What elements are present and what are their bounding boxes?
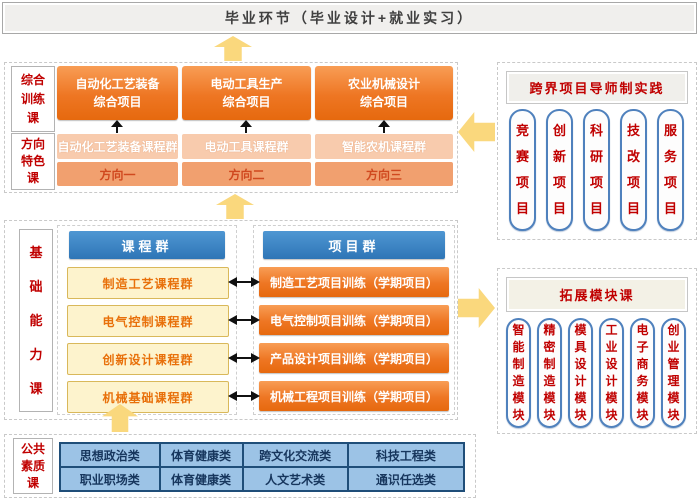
double-arrow-icon [228, 353, 260, 363]
quality-cell: 科技工程类 [346, 442, 466, 468]
project-box: 电动工具生产 综合项目 [182, 66, 311, 120]
course-group-item: 创新设计课程群 [67, 343, 229, 375]
course-group-item: 电气控制课程群 [67, 305, 229, 337]
pill-competition-project: 竞赛项目 [509, 109, 536, 231]
up-arrow-icon [216, 194, 254, 219]
quality-section: 公共素质课 思想政治类 体育健康类 跨文化交流类 科技工程类 职业职场类 体育健… [4, 434, 476, 498]
up-arrow-icon [111, 120, 123, 133]
graduation-bar: 毕业环节（毕业设计+就业实习） [2, 2, 697, 34]
project-training-item: 电气控制项目训练（学期项目） [259, 305, 449, 335]
pill-entrepreneurship-management: 创业管理模块 [661, 318, 686, 428]
quality-cell: 体育健康类 [158, 442, 244, 468]
pill-mold-design: 模具设计模块 [568, 318, 593, 428]
quality-cell: 体育健康类 [158, 466, 244, 492]
project-training-item: 制造工艺项目训练（学期项目） [259, 267, 449, 297]
up-arrow-icon [378, 120, 390, 133]
foundation-section-label: 基础能力课 [19, 229, 53, 412]
quality-cell: 思想政治类 [59, 442, 161, 468]
direction-bar: 方向二 [182, 162, 311, 186]
mentor-section-title: 跨界项目导师制实践 [506, 71, 688, 104]
pill-smart-manufacturing: 智能制造模块 [506, 318, 531, 428]
project-training-item: 产品设计项目训练（学期项目） [259, 343, 449, 373]
pill-industrial-design: 工业设计模块 [599, 318, 624, 428]
module-section-title: 拓展模块课 [506, 277, 688, 312]
quality-cell: 跨文化交流类 [241, 442, 349, 468]
table-row: 职业职场类 体育健康类 人文艺术类 通识任选类 [59, 466, 466, 492]
up-arrow-icon [240, 120, 252, 133]
pill-precision-manufacturing: 精密制造模块 [537, 318, 562, 428]
project-training-item: 机械工程项目训练（学期项目） [259, 381, 449, 411]
table-row: 思想政治类 体育健康类 跨文化交流类 科技工程类 [59, 442, 466, 468]
training-section-label: 综合训练课 [11, 66, 55, 132]
pill-tech-upgrade-project: 技改项目 [620, 109, 647, 231]
quality-section-label: 公共素质课 [13, 438, 53, 494]
project-box: 自动化工艺装备 综合项目 [57, 66, 178, 120]
project-group-header: 项目群 [263, 231, 445, 259]
project-box: 农业机械设计 综合项目 [315, 66, 453, 120]
course-group-item: 机械基础课程群 [67, 381, 229, 413]
right-arrow-icon [458, 288, 495, 328]
quality-cell: 职业职场类 [59, 466, 161, 492]
quality-cell: 人文艺术类 [241, 466, 349, 492]
foundation-section: 基础能力课 课程群 项目群 制造工艺课程群 电气控制课程群 创新设计课程群 机械… [4, 220, 458, 420]
double-arrow-icon [228, 391, 260, 401]
pill-innovation-project: 创新项目 [546, 109, 573, 231]
course-group-bar: 自动化工艺装备课程群 [57, 134, 178, 159]
course-group-bar: 电动工具课程群 [182, 134, 311, 159]
pill-ecommerce: 电子商务模块 [630, 318, 655, 428]
course-group-item: 制造工艺课程群 [67, 267, 229, 299]
pill-research-project: 科研项目 [583, 109, 610, 231]
direction-bar: 方向三 [315, 162, 453, 186]
course-group-header: 课程群 [69, 231, 225, 259]
direction-bar: 方向一 [57, 162, 178, 186]
double-arrow-icon [228, 315, 260, 325]
up-arrow-icon [214, 36, 252, 61]
left-arrow-icon [458, 112, 495, 152]
module-section: 拓展模块课 智能制造模块 精密制造模块 模具设计模块 工业设计模块 电子商务模块… [497, 268, 697, 434]
mentor-section: 跨界项目导师制实践 竞赛项目 创新项目 科研项目 技改项目 服务项目 [497, 62, 697, 240]
graduation-title: 毕业环节（毕业设计+就业实习） [224, 10, 475, 26]
double-arrow-icon [228, 277, 260, 287]
quality-cell: 通识任选类 [346, 466, 466, 492]
training-section: 综合训练课 方向特色课 自动化工艺装备 综合项目 自动化工艺装备课程群 方向一 … [4, 62, 458, 193]
pill-service-project: 服务项目 [657, 109, 684, 231]
course-group-bar: 智能农机课程群 [315, 134, 453, 159]
direction-section-label: 方向特色课 [11, 133, 55, 190]
quality-course-table: 思想政治类 体育健康类 跨文化交流类 科技工程类 职业职场类 体育健康类 人文艺… [59, 442, 466, 492]
